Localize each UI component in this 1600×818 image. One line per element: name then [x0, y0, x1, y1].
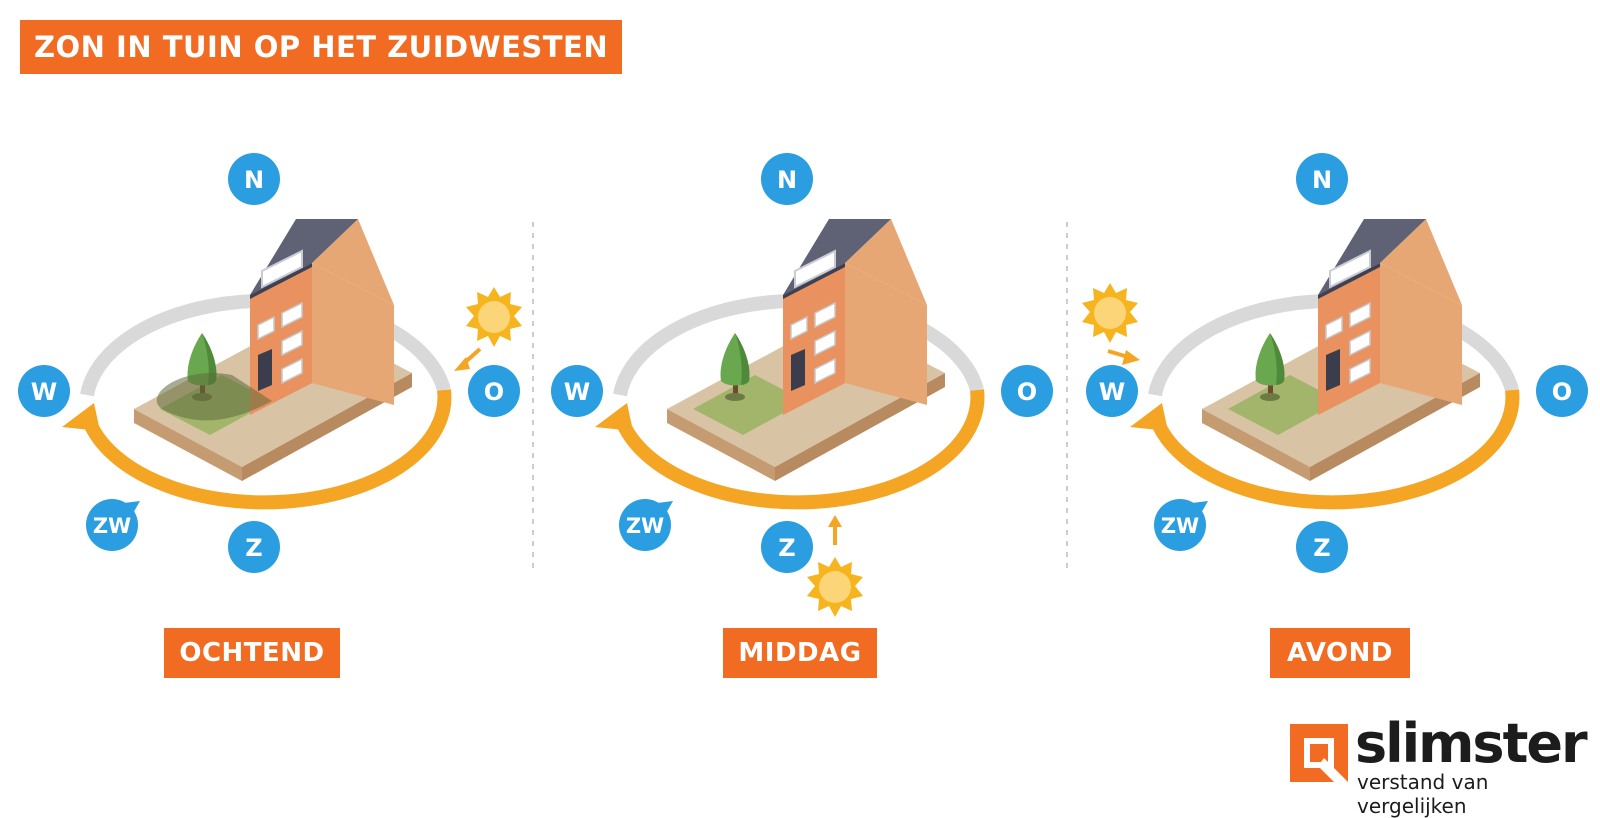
sun-track-orange	[80, 389, 452, 510]
sun-icon	[466, 287, 522, 347]
sunlight-arrowhead	[1122, 350, 1140, 365]
page-title: ZON IN TUIN OP HET ZUIDWESTEN	[34, 30, 609, 64]
title-banner: ZON IN TUIN OP HET ZUIDWESTEN	[20, 20, 623, 74]
svg-text:Z: Z	[1313, 534, 1330, 562]
compass-east: O	[1001, 365, 1053, 417]
compass-southwest: ZW	[1154, 499, 1208, 551]
svg-text:Z: Z	[778, 534, 795, 562]
svg-text:ZW: ZW	[93, 514, 131, 538]
sun-icon	[1082, 283, 1138, 343]
compass-west: W	[1086, 365, 1138, 417]
compass-east: O	[468, 365, 520, 417]
compass-east: O	[1536, 365, 1588, 417]
compass-north: N	[228, 153, 280, 205]
svg-text:W: W	[1099, 378, 1125, 406]
svg-text:N: N	[244, 166, 264, 194]
svg-text:W: W	[31, 378, 57, 406]
compass-southwest: ZW	[619, 499, 673, 551]
logo-tagline: verstand van vergelijken	[1357, 770, 1489, 818]
compass-west: W	[551, 365, 603, 417]
label-ochtend-text: OCHTEND	[179, 638, 325, 668]
label-ochtend: OCHTEND	[164, 628, 340, 678]
panel-avond: N W O Z ZW	[1082, 153, 1588, 573]
label-middag-text: MIDDAG	[738, 638, 862, 668]
compass-north: N	[761, 153, 813, 205]
sun-track-arrowhead	[62, 403, 100, 431]
sun-track-orange	[613, 389, 985, 510]
slimster-logo-mark	[1290, 724, 1348, 782]
svg-text:W: W	[564, 378, 590, 406]
svg-text:ZW: ZW	[626, 514, 664, 538]
compass-north: N	[1296, 153, 1348, 205]
house-illustration	[133, 218, 413, 482]
sun-path-diagram: N W O Z ZW N	[18, 153, 1588, 617]
compass-south: Z	[761, 521, 813, 573]
sun-icon	[807, 557, 863, 617]
compass-west: W	[18, 365, 70, 417]
svg-text:N: N	[1312, 166, 1332, 194]
svg-text:Z: Z	[245, 534, 262, 562]
sunlight-arrowhead	[828, 515, 842, 527]
garden-shadow	[156, 372, 272, 421]
svg-text:N: N	[777, 166, 797, 194]
svg-text:O: O	[1017, 378, 1037, 406]
svg-text:O: O	[1552, 378, 1572, 406]
panel-ochtend: N W O Z ZW	[18, 153, 522, 573]
logo-name: slimster	[1355, 712, 1588, 775]
compass-south: Z	[228, 521, 280, 573]
sunlight-arrowhead	[454, 357, 470, 371]
house-illustration	[1201, 218, 1481, 482]
label-avond-text: AVOND	[1287, 638, 1393, 668]
label-avond: AVOND	[1270, 628, 1410, 678]
sun-track-arrowhead	[595, 403, 633, 431]
panel-middag: N W O Z ZW	[551, 153, 1053, 617]
sun-track-arrowhead	[1130, 403, 1168, 431]
house-illustration	[666, 218, 946, 482]
sun-track-orange	[1148, 389, 1520, 510]
label-middag: MIDDAG	[723, 628, 877, 678]
svg-text:ZW: ZW	[1161, 514, 1199, 538]
slimster-logo: slimster verstand van vergelijken	[1290, 712, 1590, 818]
svg-text:O: O	[484, 378, 504, 406]
compass-southwest: ZW	[86, 499, 140, 551]
compass-south: Z	[1296, 521, 1348, 573]
